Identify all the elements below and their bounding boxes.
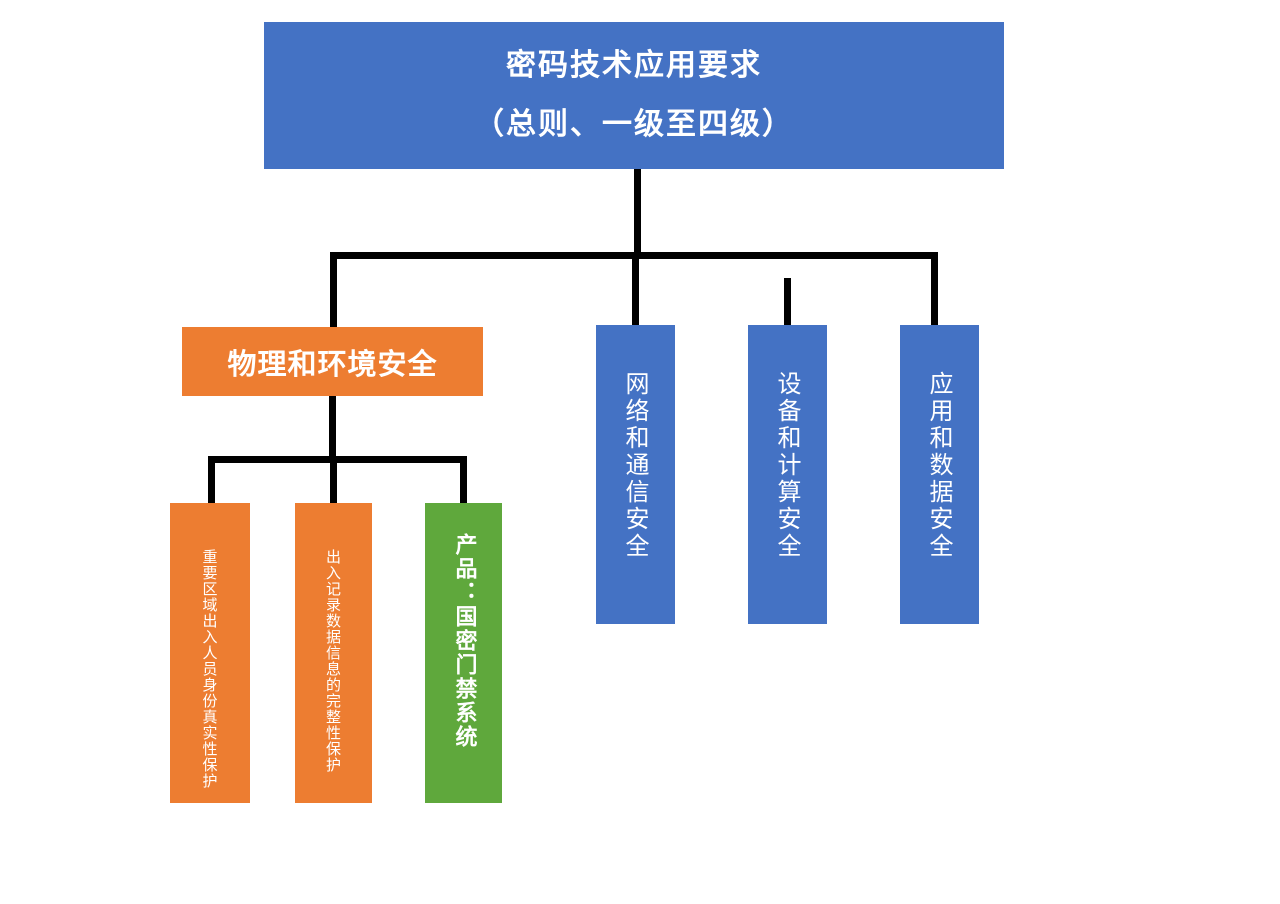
node-product-sm-access-control-system-label: 产品：国密门禁系统 [451,533,477,749]
connector-drop-leaf-2 [330,456,337,504]
node-product-sm-access-control-system[interactable]: 产品：国密门禁系统 [425,503,502,803]
node-title-crypto-requirements[interactable]: 密码技术应用要求 （总则、一级至四级） [264,22,1004,169]
node-key-area-personnel-identity-protection-label: 重要区域出入人员身份真实性保护 [200,549,219,789]
connector-physical-stem [329,396,336,462]
node-application-data-security[interactable]: 应用和数据安全 [900,325,979,624]
connector-drop-device [784,278,791,326]
node-application-data-security-label: 应用和数据安全 [925,371,953,560]
node-key-area-personnel-identity-protection[interactable]: 重要区域出入人员身份真实性保护 [170,503,250,803]
node-network-communication-security-label: 网络和通信安全 [621,371,649,560]
node-access-record-integrity-protection-label: 出入记录数据信息的完整性保护 [324,549,342,773]
node-device-computing-security[interactable]: 设备和计算安全 [748,325,827,624]
connector-level3-bus [208,456,467,463]
connector-drop-leaf-3 [460,456,467,504]
node-title-line-1: 密码技术应用要求 [506,47,762,83]
node-network-communication-security[interactable]: 网络和通信安全 [596,325,675,624]
node-physical-environment-security-label: 物理和环境安全 [227,346,438,381]
connector-drop-leaf-1 [208,456,215,504]
connector-drop-physical [330,252,337,328]
node-physical-environment-security[interactable]: 物理和环境安全 [182,327,483,396]
node-device-computing-security-label: 设备和计算安全 [773,371,801,560]
node-access-record-integrity-protection[interactable]: 出入记录数据信息的完整性保护 [295,503,372,803]
connector-drop-appdata [931,252,938,326]
connector-drop-network [632,252,639,326]
connector-root-stem [634,169,641,256]
node-title-line-2: （总则、一级至四级） [474,107,794,143]
